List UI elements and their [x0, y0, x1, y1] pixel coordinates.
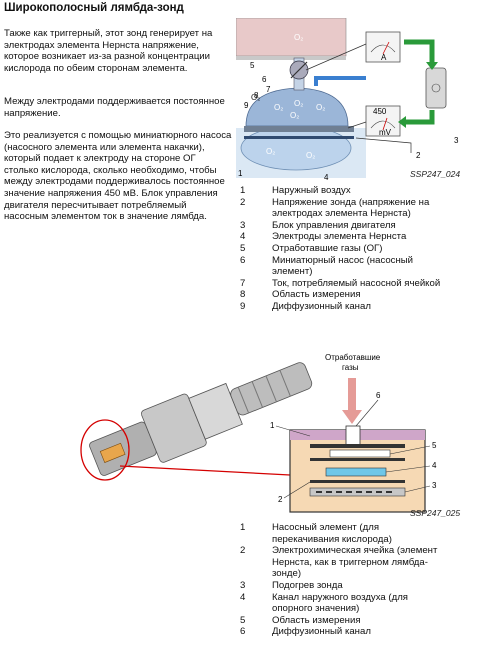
svg-text:газы: газы: [342, 363, 359, 372]
svg-text:4: 4: [324, 173, 329, 182]
svg-text:2: 2: [278, 495, 283, 504]
svg-text:3: 3: [432, 481, 437, 490]
svg-text:6: 6: [376, 391, 381, 400]
svg-text:1: 1: [270, 421, 275, 430]
svg-text:4: 4: [432, 461, 437, 470]
figure-1-caption: SSP247_024: [410, 169, 461, 179]
svg-text:1: 1: [238, 169, 243, 178]
svg-text:9: 9: [244, 101, 249, 110]
svg-text:6: 6: [262, 75, 267, 84]
paragraph-2: Между электродами поддерживается постоян…: [4, 96, 225, 119]
svg-text:5: 5: [432, 441, 437, 450]
svg-text:O₂: O₂: [316, 103, 325, 112]
svg-text:mV: mV: [379, 128, 392, 137]
svg-text:8: 8: [254, 91, 259, 100]
svg-text:2: 2: [416, 151, 421, 160]
svg-text:O₂: O₂: [266, 147, 275, 156]
paragraph-3: Это реализуется с помощью миниатюрного н…: [4, 130, 232, 223]
svg-text:7: 7: [266, 85, 271, 94]
svg-text:O₂: O₂: [274, 103, 283, 112]
lambda-sensor-schematic: O₂ O₂ O₂ O₂ O₂ O₂ O₂ O₂ A 450 mV 5 6 7 8…: [236, 18, 459, 182]
page-title: Широкополосный лямбда-зонд: [4, 2, 184, 14]
svg-text:450: 450: [373, 107, 387, 116]
svg-text:O₂: O₂: [294, 33, 303, 42]
svg-text:Отработавшие: Отработавшие: [325, 353, 381, 362]
figure-2-caption: SSP247_025: [410, 508, 461, 518]
svg-text:O₂: O₂: [306, 151, 315, 160]
svg-text:O₂: O₂: [251, 93, 260, 102]
svg-text:A: A: [381, 53, 387, 62]
svg-text:3: 3: [454, 136, 459, 145]
svg-text:5: 5: [250, 61, 255, 70]
svg-text:O₂: O₂: [294, 99, 303, 108]
svg-text:O₂: O₂: [290, 111, 299, 120]
paragraph-1: Также как триггерный, этот зонд генериру…: [4, 28, 213, 74]
sensor-probe-illustration: Отработавшие газы 1 6 5 4 3 2: [80, 353, 437, 513]
